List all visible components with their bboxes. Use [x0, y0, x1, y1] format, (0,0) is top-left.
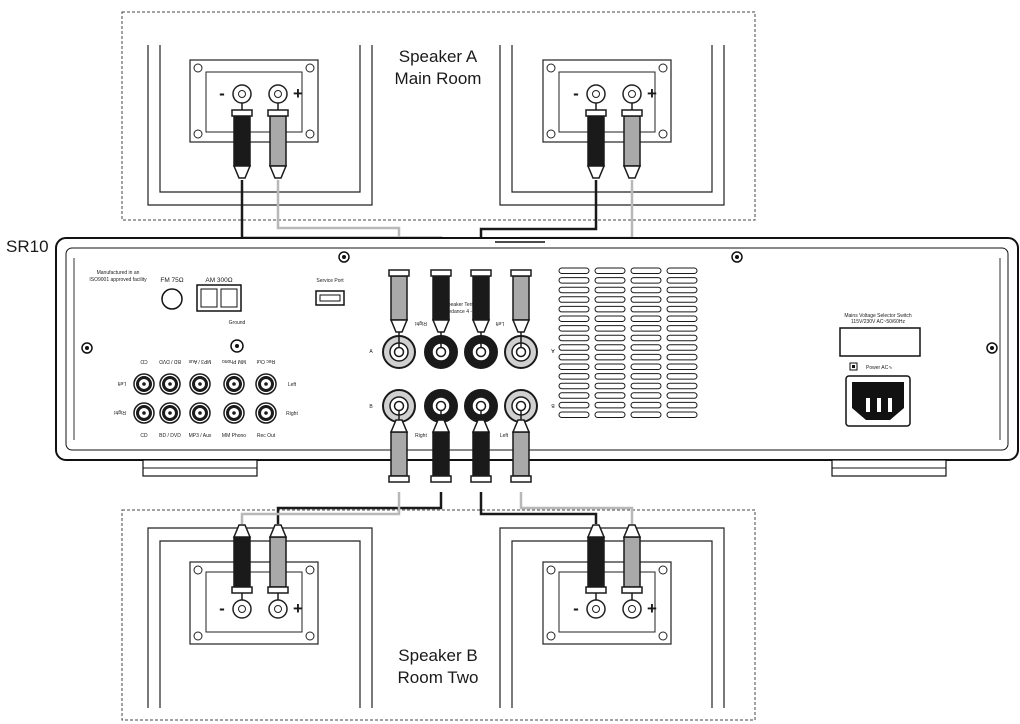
binding-posts-b-right: - +: [573, 599, 657, 619]
input-label-bd-top: BD / DVD: [159, 358, 181, 364]
input-label-mp3-top: MP3 / Aux: [188, 358, 211, 364]
input-left-label-mirror: Left: [117, 380, 126, 386]
terminal-b-plug: [470, 419, 492, 483]
mains-voltage-switch: [839, 327, 921, 357]
terminal-left-label-mirror: Left: [495, 320, 504, 326]
input-label-bd: BD / DVD: [159, 433, 181, 439]
terminal-right-label: Right: [415, 433, 427, 439]
svg-text:-: -: [219, 84, 225, 103]
speaker-terminals-heading: Loudspeaker Terminals: [434, 302, 486, 308]
speaker-b-plug: [621, 524, 643, 594]
row-b-label-left: B: [369, 404, 373, 410]
manufactured-line-1: Manufactured in an: [97, 270, 140, 276]
input-label-phono: MM Phono: [222, 433, 246, 439]
rca-jack: [189, 402, 211, 424]
rca-jack: [189, 373, 211, 395]
row-a-label-left: A: [369, 349, 373, 355]
rca-jack: [255, 402, 277, 424]
speaker-terminals-impedance: Impedance 4 - 8Ω: [440, 309, 480, 315]
mains-switch-label-1: Mains Voltage Selector Switch: [844, 313, 911, 319]
terminal-a-plug: [430, 269, 452, 333]
svg-text:+: +: [647, 599, 657, 618]
input-left-label: Left: [288, 382, 297, 388]
svg-text:-: -: [573, 599, 579, 618]
mains-switch-label-2: 115V/230V AC~50/60Hz: [851, 319, 905, 325]
svg-text:-: -: [219, 599, 225, 618]
input-label-cd-top: CD: [140, 358, 148, 364]
zone-b-title: Speaker B: [398, 646, 477, 665]
rca-jack: [223, 373, 245, 395]
input-label-rec: Rec Out: [257, 433, 276, 439]
input-label-mp3: MP3 / Aux: [189, 433, 212, 439]
rca-jack: [223, 402, 245, 424]
input-label-phono-top: MM Phono: [222, 358, 246, 364]
am-label: AM 300Ω: [205, 277, 232, 284]
service-port-label: Service Port: [316, 278, 344, 284]
zone-a-subtitle: Main Room: [395, 69, 482, 88]
input-right-label-mirror: Right: [114, 409, 126, 415]
ground-label: Ground: [229, 320, 246, 326]
rca-input-jacks: [133, 373, 277, 424]
svg-text:+: +: [293, 84, 303, 103]
speaker-b-plug: [231, 524, 253, 594]
speaker-a-left: [147, 45, 373, 206]
ventilation-slots: [558, 267, 698, 418]
cable-b-left-neg: [276, 492, 443, 524]
speaker-terminal: [382, 389, 416, 423]
banana-plugs: [231, 103, 643, 600]
row-a-label-right: A: [551, 347, 555, 353]
terminal-b-plug: [430, 419, 452, 483]
terminal-b-plug: [510, 419, 532, 483]
binding-posts-b-left: - +: [219, 599, 303, 619]
service-port-connector: [315, 290, 345, 306]
terminal-a-plug: [470, 269, 492, 333]
model-label: SR10: [6, 237, 49, 256]
speaker-a-plug: [231, 109, 253, 179]
rca-jack: [133, 373, 155, 395]
speaker-a-right: [499, 45, 725, 206]
am-antenna-terminal: [196, 284, 242, 312]
manufactured-line-2: ISO9001 approved facility: [89, 277, 147, 283]
terminal-a-plug: [510, 269, 532, 333]
fm-label: FM 75Ω: [160, 277, 183, 284]
svg-text:+: +: [647, 84, 657, 103]
binding-posts-a-left: - +: [219, 84, 303, 104]
terminal-right-label-mirror: Right: [415, 320, 427, 326]
zone-a-title: Speaker A: [399, 47, 478, 66]
row-b-label-right: B: [551, 402, 555, 408]
zone-b-subtitle: Room Two: [398, 668, 479, 687]
rca-jack: [159, 373, 181, 395]
rca-jack: [159, 402, 181, 424]
svg-text:-: -: [573, 84, 579, 103]
input-right-label: Right: [286, 411, 298, 417]
terminal-left-label: Left: [500, 433, 509, 439]
speaker-b-left: [147, 527, 373, 708]
input-label-cd: CD: [140, 433, 148, 439]
cable-b-left-pos: [240, 492, 401, 524]
speaker-a-plug: [621, 109, 643, 179]
speaker-a-plug: [267, 109, 289, 179]
zone-a-boundary: [121, 11, 756, 221]
rca-jack: [133, 402, 155, 424]
input-label-rec-top: Rec Out: [256, 358, 275, 364]
svg-text:+: +: [293, 599, 303, 618]
power-label: Power AC∿: [866, 365, 892, 371]
speaker-b-plug: [267, 524, 289, 594]
speaker-b-plug: [585, 524, 607, 594]
rca-jack: [255, 373, 277, 395]
speaker-a-plug: [585, 109, 607, 179]
iec-power-socket: [845, 375, 911, 427]
cable-b-right-neg: [479, 492, 598, 524]
terminal-a-plug: [388, 269, 410, 333]
speaker-output-terminals: [382, 335, 538, 423]
terminal-b-plug: [388, 419, 410, 483]
cable-b-right-pos: [519, 492, 634, 524]
binding-posts-a-right: - +: [573, 84, 657, 104]
speaker-b-right: [499, 527, 725, 708]
speaker-terminal: [424, 389, 458, 423]
zone-b-boundary: [121, 509, 756, 721]
fm-antenna-connector: [161, 288, 183, 310]
